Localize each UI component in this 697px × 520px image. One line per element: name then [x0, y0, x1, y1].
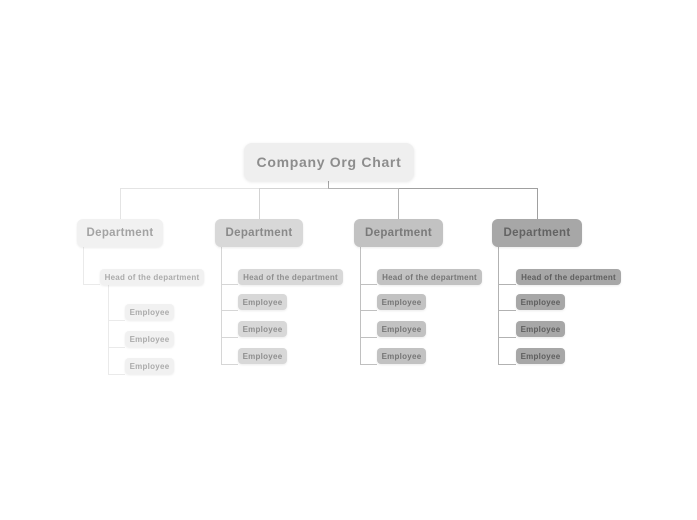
- node-department-2[interactable]: Department: [215, 219, 303, 247]
- connector-dept2-emp2-stub: [221, 337, 238, 338]
- connector-dept3-trunk: [360, 247, 361, 365]
- node-department-4[interactable]: Department: [492, 219, 582, 247]
- node-department-2-employee-1[interactable]: Employee: [238, 294, 287, 310]
- node-department-2-employee-2[interactable]: Employee: [238, 321, 287, 337]
- connector-dept1-head-stub: [83, 284, 100, 285]
- node-department-3-head[interactable]: Head of the department: [377, 269, 482, 285]
- node-department-1-employee-3[interactable]: Employee: [125, 358, 174, 374]
- connector-dept3-emp1-stub: [360, 310, 377, 311]
- node-department-1[interactable]: Department: [77, 219, 163, 247]
- node-company-root[interactable]: Company Org Chart: [244, 143, 414, 181]
- node-department-2-head[interactable]: Head of the department: [238, 269, 343, 285]
- connector-spine-dept2: [259, 188, 328, 189]
- connector-spine-dept3: [328, 188, 398, 189]
- connector-dept4-emp1-stub: [498, 310, 516, 311]
- connector-root-stub: [328, 181, 329, 188]
- connector-dept1-emp1-stub: [108, 320, 125, 321]
- connector-dept2-emp1-stub: [221, 310, 238, 311]
- node-department-3[interactable]: Department: [354, 219, 443, 247]
- connector-drop-dept4: [537, 188, 538, 219]
- connector-spine-dept4: [398, 188, 537, 189]
- connector-drop-dept3: [398, 188, 399, 219]
- connector-dept3-emp2-stub: [360, 337, 377, 338]
- node-department-1-employee-2[interactable]: Employee: [125, 331, 174, 347]
- connector-dept1-emp2-stub: [108, 347, 125, 348]
- connector-dept4-head-stub: [498, 284, 516, 285]
- node-department-2-employee-3[interactable]: Employee: [238, 348, 287, 364]
- connector-dept4-emp3-stub: [498, 364, 516, 365]
- node-department-3-employee-3[interactable]: Employee: [377, 348, 426, 364]
- connector-spine-dept1: [120, 188, 259, 189]
- node-department-3-employee-1[interactable]: Employee: [377, 294, 426, 310]
- node-department-4-employee-2[interactable]: Employee: [516, 321, 565, 337]
- node-department-4-head[interactable]: Head of the department: [516, 269, 621, 285]
- node-department-3-employee-2[interactable]: Employee: [377, 321, 426, 337]
- node-department-1-head[interactable]: Head of the department: [100, 269, 204, 285]
- connector-dept3-head-stub: [360, 284, 377, 285]
- connector-dept1-emp3-stub: [108, 374, 125, 375]
- connector-dept2-head-stub: [221, 284, 238, 285]
- node-department-1-employee-1[interactable]: Employee: [125, 304, 174, 320]
- connector-dept3-emp3-stub: [360, 364, 377, 365]
- node-department-4-employee-1[interactable]: Employee: [516, 294, 565, 310]
- connector-dept4-emp2-stub: [498, 337, 516, 338]
- connector-dept4-trunk: [498, 247, 499, 365]
- connector-dept1-head-trunk: [108, 285, 109, 375]
- node-department-4-employee-3[interactable]: Employee: [516, 348, 565, 364]
- connector-dept2-trunk: [221, 247, 222, 365]
- connector-dept1-trunk: [83, 247, 84, 284]
- connector-drop-dept2: [259, 188, 260, 219]
- connector-drop-dept1: [120, 188, 121, 219]
- connector-dept2-emp3-stub: [221, 364, 238, 365]
